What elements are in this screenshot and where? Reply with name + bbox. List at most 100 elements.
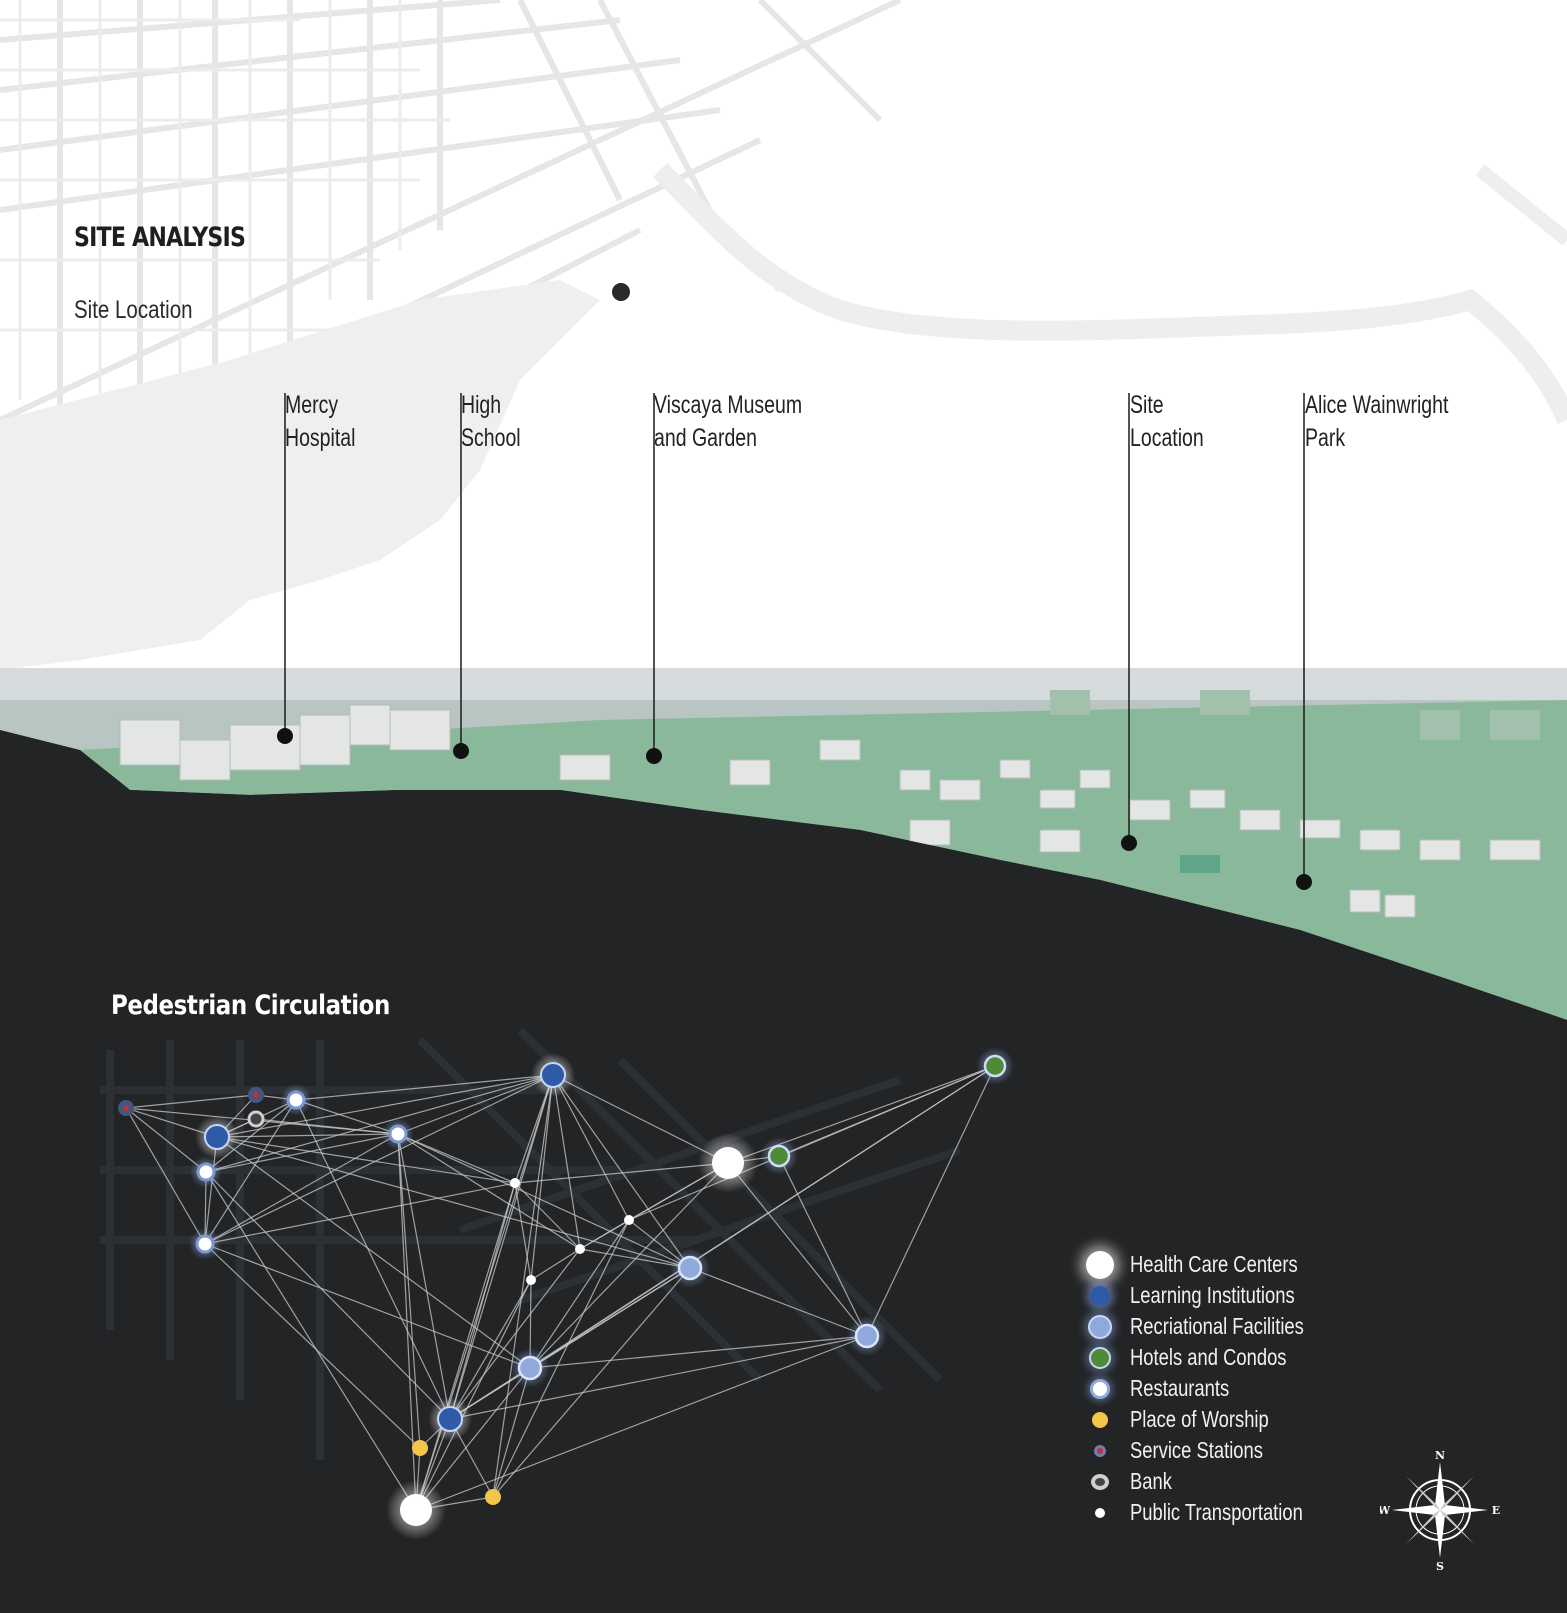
network-link <box>530 1248 581 1281</box>
callout-dot-viscaya <box>646 748 662 764</box>
node-restaurants <box>382 1118 414 1150</box>
label-site-location: Site Location <box>1130 389 1204 455</box>
node-transport <box>624 1215 634 1225</box>
network-link <box>125 1107 206 1245</box>
legend-label: Public Transportation <box>1130 1499 1303 1525</box>
network-link <box>529 1335 868 1369</box>
node-bank <box>247 1110 265 1128</box>
compass-rose-icon: N S E W <box>1380 1450 1500 1570</box>
network-link <box>397 1133 421 1449</box>
network-link <box>397 1133 451 1420</box>
callout-dot-high-school <box>453 743 469 759</box>
node-learning <box>428 1397 472 1441</box>
network-link <box>204 1133 399 1245</box>
buildings <box>119 704 1541 918</box>
network-link <box>530 1074 554 1281</box>
compass-e: E <box>1492 1504 1500 1517</box>
node-recreation <box>510 1348 550 1388</box>
network-link <box>397 1074 554 1135</box>
network-link <box>397 1133 691 1269</box>
network-link <box>415 1367 531 1511</box>
node-hotels <box>976 1047 1014 1085</box>
network-link <box>492 1367 531 1498</box>
page-title: SITE ANALYSIS <box>74 222 246 253</box>
node-restaurants <box>190 1156 222 1188</box>
label-line: Mercy <box>285 391 339 419</box>
legend-label: Learning Institutions <box>1130 1282 1295 1308</box>
network-link <box>205 1171 417 1511</box>
network-link <box>628 1065 996 1221</box>
network-link <box>415 1279 532 1511</box>
compass-s: S <box>1436 1560 1444 1570</box>
network-link <box>255 1118 399 1135</box>
node-health <box>698 1133 758 1193</box>
label-line: Hospital <box>285 424 356 452</box>
network-link <box>689 1267 868 1337</box>
node-learning <box>195 1115 239 1159</box>
node-service <box>248 1087 264 1103</box>
network-link <box>397 1133 581 1250</box>
network-link <box>216 1133 399 1138</box>
node-hotels <box>760 1137 798 1175</box>
network-link <box>397 1133 516 1184</box>
network-link <box>514 1182 581 1250</box>
pool <box>1180 855 1220 873</box>
network-link <box>449 1279 532 1420</box>
node-restaurants <box>189 1228 221 1260</box>
network-link <box>514 1162 729 1184</box>
callout-dot-mercy <box>277 728 293 744</box>
network-link <box>204 1243 531 1369</box>
node-transport <box>575 1244 585 1254</box>
network-link <box>492 1219 630 1498</box>
node-transport <box>526 1275 536 1285</box>
network-link <box>727 1162 868 1337</box>
node-worship <box>412 1440 428 1456</box>
legend-label: Recriational Facilities <box>1130 1313 1304 1339</box>
network-link <box>205 1133 399 1173</box>
network-link <box>449 1182 516 1420</box>
label-alice-wainwright: Alice Wainwright Park <box>1305 389 1448 455</box>
network-link <box>492 1267 691 1498</box>
network-link <box>492 1074 554 1498</box>
node-transport <box>510 1178 520 1188</box>
network-link <box>866 1065 996 1337</box>
label-line: Alice Wainwright <box>1305 391 1449 419</box>
compass-w: W <box>1380 1504 1391 1517</box>
network-link <box>125 1094 257 1109</box>
land-mass <box>0 280 600 670</box>
node-recreation <box>847 1316 887 1356</box>
node-service <box>118 1100 134 1116</box>
label-line: Site <box>1130 391 1164 419</box>
node-health <box>386 1480 446 1540</box>
legend-label: Hotels and Condos <box>1130 1344 1287 1370</box>
street-grid-fine <box>0 0 450 400</box>
network-link <box>552 1074 729 1164</box>
network-link <box>205 1171 451 1420</box>
site-location-pin <box>612 283 630 301</box>
network-link <box>204 1074 554 1245</box>
network-link <box>295 1099 399 1135</box>
network-link <box>204 1099 297 1245</box>
network-link <box>204 1182 516 1245</box>
network-link <box>529 1219 630 1369</box>
label-line: Location <box>1130 424 1204 452</box>
network-link <box>295 1074 554 1101</box>
dark-street-grid <box>100 1027 962 1460</box>
city-blocks <box>1050 690 1540 740</box>
legend-label: Bank <box>1130 1468 1172 1494</box>
network-link <box>125 1107 207 1173</box>
callout-dot-site-location <box>1121 835 1137 851</box>
label-line: Park <box>1305 424 1346 452</box>
page-subtitle: Site Location <box>74 296 193 324</box>
network-link <box>205 1099 297 1173</box>
network-link <box>216 1136 531 1369</box>
label-line: High <box>461 391 502 419</box>
legend-label: Place of Worship <box>1130 1406 1269 1432</box>
label-line: School <box>461 424 521 452</box>
label-line: Viscaya Museum <box>654 391 803 419</box>
label-line: and Garden <box>654 424 757 452</box>
network-link <box>204 1243 421 1449</box>
